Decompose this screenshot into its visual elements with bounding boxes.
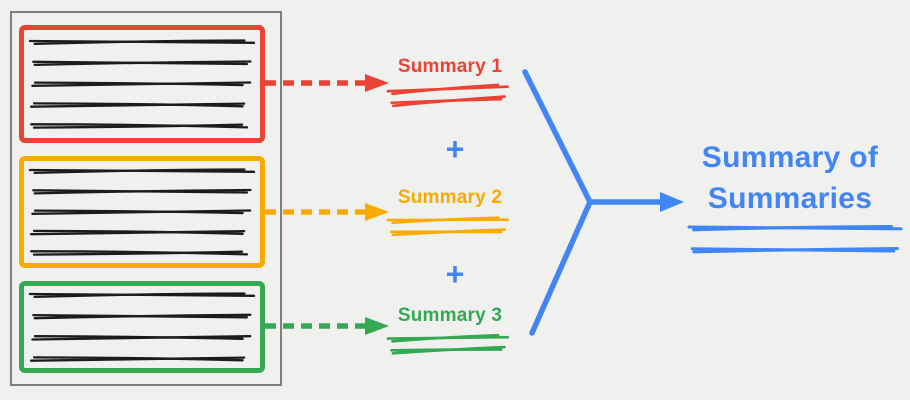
summary-1-scribble	[386, 83, 509, 108]
chunk-3-to-summary-arrow	[265, 317, 389, 335]
fork-bottom-branch	[529, 199, 593, 336]
result-label-line-2: Summaries	[707, 182, 873, 215]
plus-sign: +	[445, 256, 465, 292]
summary-2-label: Summary 2	[397, 187, 503, 208]
fork-top-branch	[522, 69, 593, 205]
merge-fork-arrow	[522, 69, 684, 336]
document-chunk-2	[19, 156, 265, 268]
arrowhead-icon	[365, 203, 389, 221]
result-label-line-1: Summary of	[701, 141, 879, 174]
arrowhead-icon	[660, 192, 684, 212]
document-chunk-1	[19, 25, 265, 143]
chunk-1-text-scribbles	[28, 39, 256, 129]
summary-2-scribble	[386, 216, 510, 237]
summary-3-label: Summary 3	[397, 305, 503, 326]
plus-sign: +	[445, 131, 465, 167]
summary-1-label: Summary 1	[397, 56, 503, 77]
summary-of-summaries-label: Summary of Summaries	[670, 137, 910, 219]
chunk-2-to-summary-arrow	[265, 203, 389, 221]
document-chunk-3	[19, 281, 265, 373]
arrowhead-icon	[365, 74, 389, 92]
result-scribble	[687, 225, 903, 254]
chunk-3-text-scribbles	[28, 292, 256, 362]
chunk-2-text-scribbles	[28, 168, 256, 256]
summary-3-scribble	[386, 333, 510, 355]
arrowhead-icon	[365, 317, 389, 335]
source-document-box	[10, 11, 282, 386]
chunk-1-to-summary-arrow	[265, 74, 389, 92]
